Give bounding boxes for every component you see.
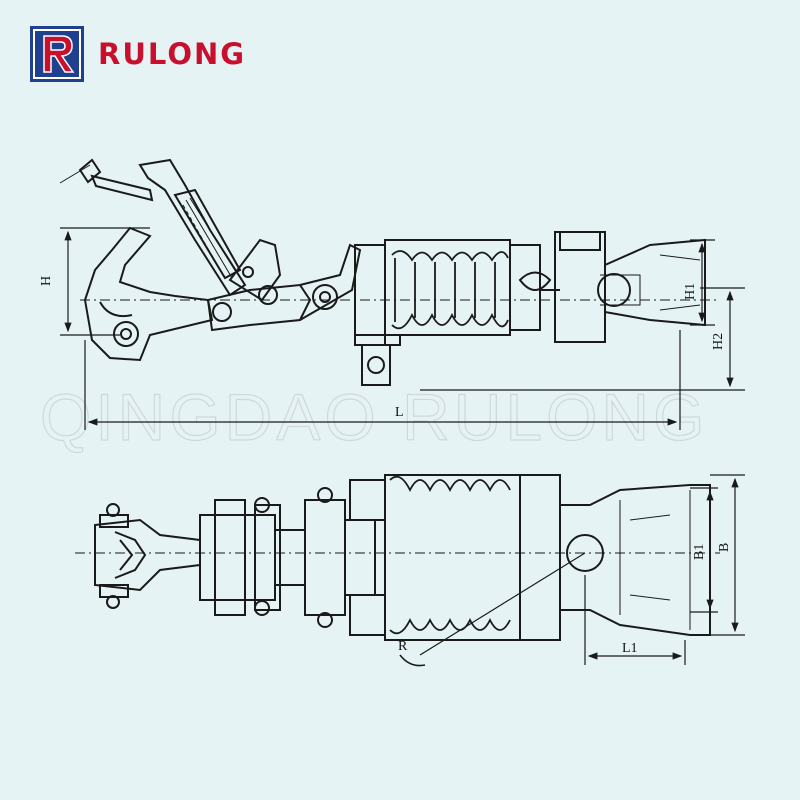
brand-name: RULONG <box>98 37 247 71</box>
spring-housing <box>354 239 560 386</box>
dim-b1-label: B1 <box>692 544 707 560</box>
rulong-logo-icon <box>30 26 84 82</box>
plan-jaw <box>94 503 201 609</box>
plan-links <box>199 487 346 628</box>
dim-b-label: B <box>717 543 732 552</box>
dim-h-label: H <box>39 276 54 286</box>
lever-handle <box>59 158 247 297</box>
side-view-dimensions <box>60 227 745 430</box>
brand-logo: RULONG <box>30 26 246 82</box>
plan-springs <box>389 475 511 635</box>
hook-jaw <box>83 226 214 362</box>
plan-clevis <box>560 484 711 636</box>
dim-h1-label: H1 <box>683 283 698 300</box>
dim-h2-label: H2 <box>711 333 726 350</box>
dim-l-label: L <box>395 405 404 420</box>
dim-r-label: R <box>398 639 408 654</box>
dim-l1-label: L1 <box>622 641 638 656</box>
watermark: QINGDAO RULONG <box>40 380 708 454</box>
compression-spring <box>391 250 509 330</box>
plan-housing <box>344 474 561 641</box>
plan-view-dimensions <box>584 474 745 665</box>
side-view <box>59 158 720 386</box>
plan-view <box>75 474 720 667</box>
